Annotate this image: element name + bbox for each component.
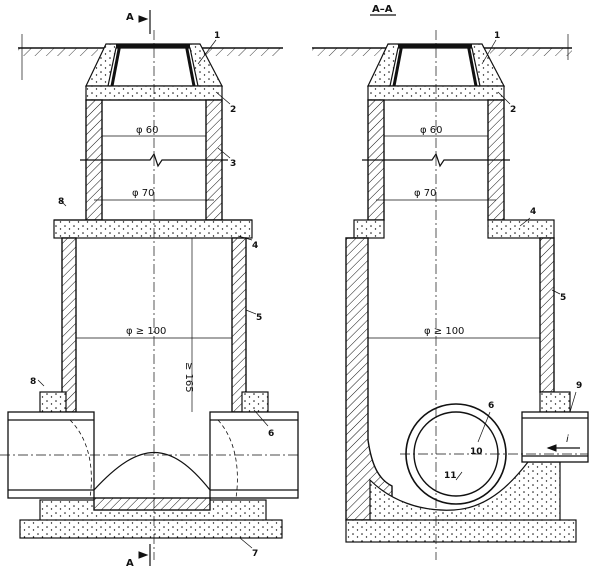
break-line-left: [80, 152, 228, 168]
chamber-wall-left-r: [231, 237, 247, 413]
foundation-right: [345, 519, 577, 543]
soil-left-b: [200, 48, 283, 56]
callout-11-right: 11: [444, 471, 457, 481]
invert-arc-left: [93, 452, 211, 491]
dim-d100-right: φ ≥ 100: [424, 326, 464, 337]
dim-h165: ≥ 165: [183, 362, 194, 393]
callout-4-left: 4: [252, 241, 258, 251]
dim-d60-right: φ 60: [420, 125, 443, 136]
dim-d100-left: φ ≥ 100: [126, 326, 166, 337]
seat-block-left-l: [39, 391, 67, 413]
chamber-wall-left-l: [61, 237, 77, 413]
section-mark-top-left: A: [126, 12, 134, 23]
callout-6-left: 6: [268, 429, 274, 439]
callout-6-right: 6: [488, 401, 494, 411]
pipe-right-out: [521, 411, 589, 463]
callout-10-right: 10: [470, 447, 483, 457]
callout-3-left: 3: [230, 159, 236, 169]
section-arrow-top: [138, 15, 149, 23]
reducing-slab-left: [53, 219, 253, 239]
callout-2-right: 2: [510, 105, 516, 115]
seat-block-left-r: [241, 391, 269, 413]
dim-d60-left: φ 60: [136, 125, 159, 136]
callout-1-left: 1: [214, 31, 220, 41]
callout-5-right: 5: [560, 293, 566, 303]
callout-8-top-left: 8: [58, 197, 64, 207]
callout-1-right: 1: [494, 31, 500, 41]
callout-2-left: 2: [230, 105, 236, 115]
section-mark-bottom-left: A: [126, 558, 134, 569]
callout-4-right: 4: [530, 207, 536, 217]
section-title-right: A–A: [372, 4, 393, 15]
reducing-slab-right: [487, 219, 555, 239]
dim-d70-left: φ 70: [132, 188, 155, 199]
cover-opening-left: [107, 47, 199, 87]
chamber-wall-right-l: [345, 237, 393, 521]
callout-9-right: 9: [576, 381, 582, 391]
soil-left-a: [18, 48, 98, 56]
right-section: [312, 30, 589, 560]
section-arrow-bottom: [138, 551, 149, 559]
chamber-wall-right-r: [539, 237, 555, 393]
callout-5-left: 5: [256, 313, 262, 323]
dim-d70-right: φ 70: [414, 188, 437, 199]
callout-7-left: 7: [252, 549, 258, 559]
foundation-left: [19, 519, 283, 539]
left-elevation: [0, 10, 299, 566]
slope-label: i: [566, 434, 569, 445]
callout-8-bottom-left: 8: [30, 377, 36, 387]
